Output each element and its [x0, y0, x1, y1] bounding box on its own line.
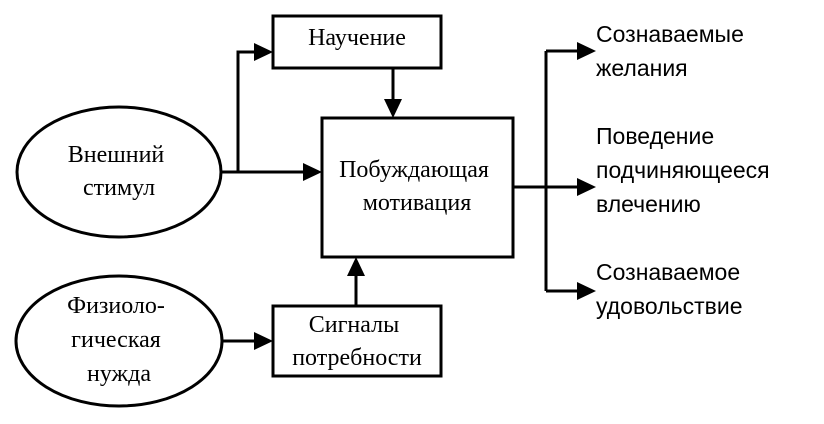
- learning-line-1: Научение: [308, 25, 406, 51]
- motivation-line-1: Побуждающая: [339, 157, 489, 183]
- node-motivation: Побуждающая мотивация: [320, 116, 515, 259]
- node-learning: Научение: [271, 14, 443, 70]
- conscious-pleasure-label: Сознаваемое удовольствие: [596, 259, 747, 319]
- conscious-pleasure-line-1: Сознаваемое: [596, 259, 740, 285]
- external-stimulus-ellipse: [15, 105, 223, 239]
- need-to-signals-arrowhead: [254, 332, 273, 350]
- motivation-box: [320, 116, 515, 259]
- signals-to-motivation-arrowhead: [347, 257, 365, 276]
- to-desires-arrowhead: [577, 42, 596, 60]
- physiological-need-ellipse: [14, 274, 224, 408]
- to-pleasure-arrowhead: [577, 282, 596, 300]
- to-behavior-arrowhead: [577, 178, 596, 196]
- motivation-line-2: мотивация: [363, 190, 472, 216]
- need-signals-box: [271, 304, 443, 378]
- stimulus-to-learning-line: [236, 50, 256, 172]
- stimulus-to-motivation-arrowhead: [303, 163, 322, 181]
- physiological-need-line-1: Физиоло-: [67, 293, 165, 319]
- external-stimulus-line-2: стимул: [83, 175, 155, 201]
- need-signals-label: Сигналы потребности: [292, 312, 422, 371]
- learning-label: Научение: [308, 25, 406, 51]
- conscious-pleasure-line-2: удовольствие: [596, 293, 743, 319]
- node-physiological-need: Физиоло- гическая нужда: [14, 274, 224, 408]
- need-signals-line-2: потребности: [292, 345, 422, 371]
- conscious-desires-line-2: желания: [596, 55, 688, 81]
- need-signals-line-1: Сигналы: [309, 312, 400, 338]
- node-external-stimulus: Внешний стимул: [15, 105, 223, 239]
- external-stimulus-line-1: Внешний: [68, 142, 165, 168]
- physiological-need-line-3: нужда: [87, 361, 151, 387]
- conscious-desires-label: Сознаваемые желания: [596, 21, 750, 81]
- connectors: [221, 42, 596, 350]
- node-need-signals: Сигналы потребности: [271, 304, 443, 378]
- learning-to-motivation-arrowhead: [384, 99, 402, 118]
- external-stimulus-label: Внешний стимул: [68, 142, 171, 201]
- stimulus-to-learning-arrowhead: [254, 43, 273, 61]
- behavior-line-3: влечению: [596, 191, 701, 217]
- learning-box: [271, 14, 443, 70]
- physiological-need-line-2: гическая: [71, 327, 161, 353]
- conscious-desires-line-1: Сознаваемые: [596, 21, 744, 47]
- physiological-need-label: Физиоло- гическая нужда: [67, 293, 171, 387]
- behavior-line-2: подчиняющееся: [596, 157, 770, 183]
- motivation-label: Побуждающая мотивация: [339, 157, 495, 216]
- behavior-label: Поведение подчиняющееся влечению: [596, 123, 776, 217]
- behavior-line-1: Поведение: [596, 123, 714, 149]
